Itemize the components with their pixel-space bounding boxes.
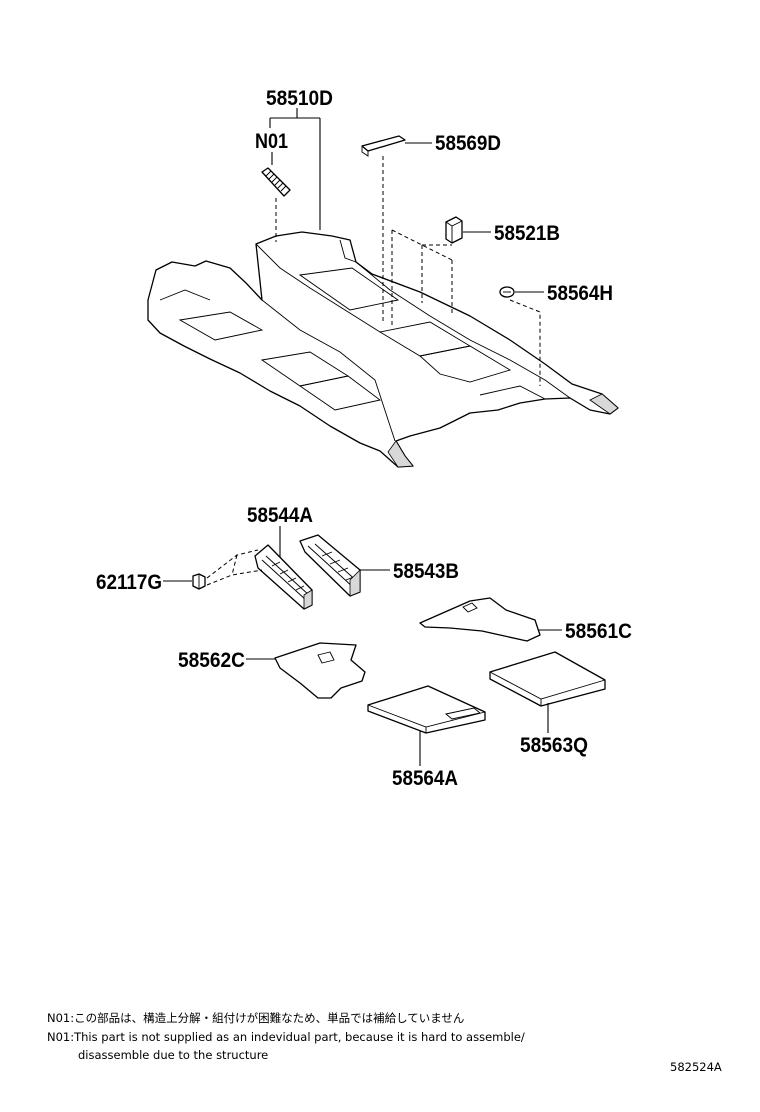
part-58544A — [254, 544, 313, 610]
guide-62117G — [206, 549, 263, 586]
part-58521B — [445, 216, 463, 244]
guide-58521B — [391, 229, 453, 326]
footnote-ja: N01:この部品は、構造上分解・組付けが困難なため、単品では補給していません — [47, 1011, 464, 1025]
part-58564H — [499, 286, 515, 298]
guide-58564H — [509, 299, 541, 386]
part-58561C — [419, 597, 541, 642]
footnote-en-line1: N01:This part is not supplied as an inde… — [47, 1030, 525, 1044]
part-N01-coil — [261, 167, 291, 197]
callout-58564H[interactable]: 58564H — [547, 282, 613, 305]
callout-58521B[interactable]: 58521B — [494, 222, 560, 245]
callout-N01[interactable]: N01 — [255, 130, 288, 153]
part-58563Q — [489, 651, 606, 707]
callout-58562C[interactable]: 58562C — [178, 649, 245, 672]
callout-58544A[interactable]: 58544A — [247, 504, 313, 527]
illustration-id: 582524A — [670, 1060, 722, 1074]
part-58564A — [367, 685, 486, 734]
part-58543B — [299, 534, 361, 597]
floor-carpet — [147, 231, 619, 468]
part-58562C — [274, 642, 366, 699]
callout-58510D[interactable]: 58510D — [266, 87, 333, 110]
callout-58569D[interactable]: 58569D — [435, 132, 501, 155]
callout-58564A[interactable]: 58564A — [392, 767, 458, 790]
part-62117G — [192, 573, 206, 590]
footnote-en-line2: disassemble due to the structure — [78, 1048, 268, 1062]
part-58569D — [361, 135, 406, 157]
leader-58510D — [269, 108, 321, 230]
callout-58561C[interactable]: 58561C — [565, 620, 632, 643]
callout-58563Q[interactable]: 58563Q — [520, 734, 588, 757]
callout-58543B[interactable]: 58543B — [393, 560, 459, 583]
callout-62117G[interactable]: 62117G — [96, 571, 162, 594]
